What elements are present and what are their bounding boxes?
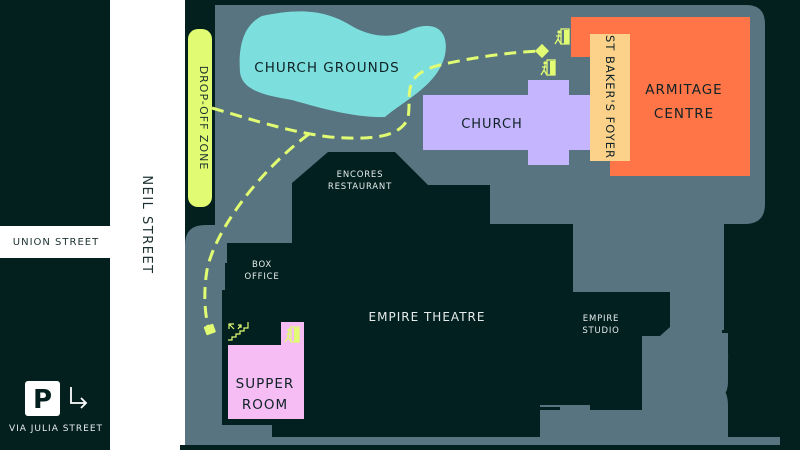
encores-label-line1: ENCORES: [337, 170, 384, 180]
entrance-icon: [554, 28, 570, 45]
neil-street: [110, 0, 185, 450]
empire-studio-label-line1: EMPIRE: [583, 314, 619, 324]
supper-label-line2: ROOM: [242, 397, 288, 413]
dropoff-zone-label: DROP-OFF ZONE: [197, 66, 210, 171]
entrance-icon: [284, 326, 300, 343]
walkway-part: [642, 380, 660, 420]
box-office-label-line1: BOX: [252, 260, 272, 270]
church-building: [423, 80, 592, 165]
church-label: CHURCH: [461, 117, 523, 132]
path-end-marker: [203, 323, 216, 336]
entrance-icon: [540, 59, 556, 76]
neil-street-label: NEIL STREET: [139, 175, 154, 274]
parking-icon: P: [25, 381, 60, 416]
parking-note: VIA JULIA STREET: [9, 424, 103, 434]
box-office-label-line2: OFFICE: [244, 272, 279, 282]
church-grounds-label: CHURCH GROUNDS: [254, 60, 399, 76]
supper-room: [228, 322, 304, 419]
walkway-part: [560, 405, 590, 415]
walking-path: [203, 49, 542, 331]
path-end-marker: [534, 43, 550, 59]
union-street-label: UNION STREET: [13, 237, 99, 248]
st-bakers-foyer: [590, 34, 630, 161]
church-grounds-area: [239, 11, 446, 118]
turn-right-arrow-icon: [70, 387, 88, 409]
foyer-label: ST BAKER'S FOYER: [603, 35, 617, 159]
empire-building: [222, 152, 670, 437]
parking-letter: P: [33, 385, 52, 415]
supper-label-line1: SUPPER: [236, 376, 295, 392]
empire-theatre-label: EMPIRE THEATRE: [369, 310, 486, 324]
encores-label-line2: RESTAURANT: [328, 182, 392, 192]
union-street: [0, 226, 112, 258]
map-edge: [180, 445, 800, 450]
stairs-icon: [228, 322, 249, 341]
empire-studio-label-line2: STUDIO: [582, 326, 619, 336]
armitage-label-line2: CENTRE: [654, 106, 714, 122]
path-dropoff-to-church: [211, 49, 542, 140]
dropoff-zone: [188, 29, 212, 207]
path-to-box-office: [203, 132, 310, 331]
armitage-label-line1: ARMITAGE: [645, 82, 722, 98]
